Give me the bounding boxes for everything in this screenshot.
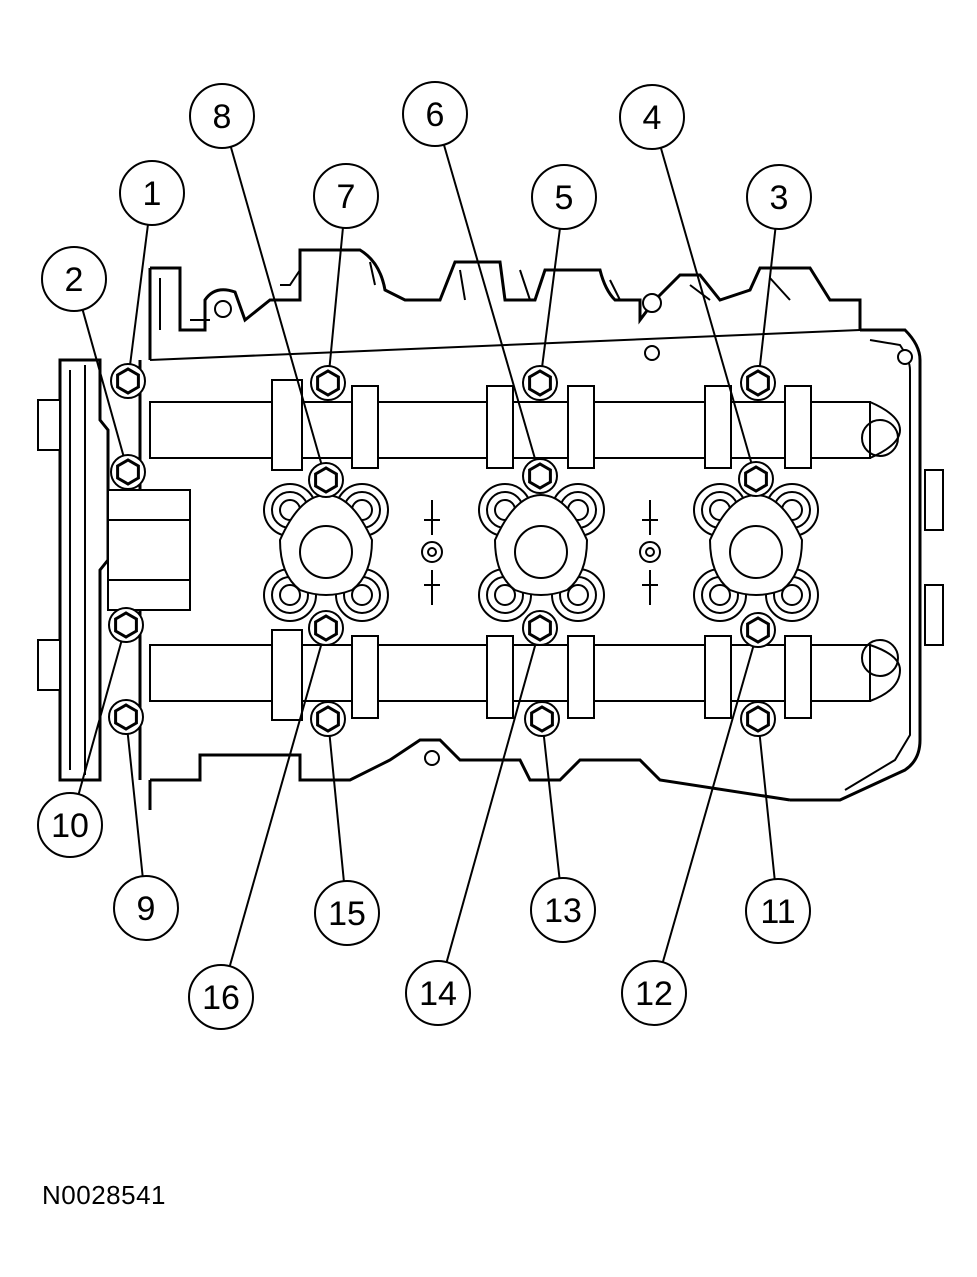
callout-15: 15 <box>314 880 380 946</box>
valve-springs <box>263 483 819 622</box>
exhaust-camshaft <box>149 629 902 721</box>
callout-12: 12 <box>621 960 687 1026</box>
callout-9: 9 <box>113 875 179 941</box>
callout-circle-2 <box>41 246 107 312</box>
bolt-11 <box>740 701 776 737</box>
leader-line-13 <box>541 718 561 879</box>
callout-circle-10 <box>37 792 103 858</box>
callout-circle-14 <box>405 960 471 1026</box>
callout-4: 4 <box>619 84 685 150</box>
bolt-10 <box>108 607 144 643</box>
bolt-8 <box>308 462 344 498</box>
callout-label-15: 15 <box>328 895 366 933</box>
bolt-5 <box>522 365 558 401</box>
leader-line-2 <box>81 309 129 473</box>
bolt-9 <box>108 699 144 735</box>
callout-circle-6 <box>402 81 468 147</box>
callout-circle-16 <box>188 964 254 1030</box>
leader-line-4 <box>659 147 757 480</box>
callout-13: 13 <box>530 877 596 943</box>
leader-line-16 <box>228 627 327 967</box>
callout-circle-15 <box>314 880 380 946</box>
callout-label-8: 8 <box>213 98 232 136</box>
leader-line-15 <box>327 718 345 882</box>
callout-label-13: 13 <box>544 892 582 930</box>
callout-11: 11 <box>745 878 811 944</box>
callout-label-3: 3 <box>770 179 789 217</box>
leader-line-3 <box>757 228 777 384</box>
callout-6: 6 <box>402 81 468 147</box>
callout-label-5: 5 <box>555 179 574 217</box>
leader-line-11 <box>757 718 776 880</box>
callout-label-4: 4 <box>643 99 662 137</box>
bolt-14 <box>522 610 558 646</box>
intake-camshaft <box>149 379 902 471</box>
callout-circle-8 <box>189 83 255 149</box>
figure-id: N0028541 <box>42 1180 166 1210</box>
callout-label-11: 11 <box>760 893 795 931</box>
bolt-1 <box>110 363 146 399</box>
bolt-12 <box>740 612 776 648</box>
callout-label-14: 14 <box>419 975 457 1013</box>
bolt-13 <box>524 701 560 737</box>
callout-label-10: 10 <box>51 807 89 845</box>
callout-2: 2 <box>41 246 107 312</box>
callout-8: 8 <box>189 83 255 149</box>
bolt-16 <box>308 610 344 646</box>
callout-circle-13 <box>530 877 596 943</box>
callout-label-16: 16 <box>202 979 240 1017</box>
callout-circle-11 <box>745 878 811 944</box>
bolt-heads <box>108 363 776 737</box>
leader-line-5 <box>539 228 561 384</box>
callout-label-1: 1 <box>143 175 162 213</box>
callout-label-7: 7 <box>337 178 356 216</box>
callout-7: 7 <box>313 163 379 229</box>
callout-label-6: 6 <box>426 96 445 134</box>
callout-label-9: 9 <box>137 890 156 928</box>
callout-label-12: 12 <box>635 975 673 1013</box>
callout-label-2: 2 <box>65 261 84 299</box>
callout-5: 5 <box>531 164 597 230</box>
callout-circle-5 <box>531 164 597 230</box>
callout-circle-12 <box>621 960 687 1026</box>
bolt-15 <box>310 701 346 737</box>
callout-16: 16 <box>188 964 254 1030</box>
callout-circle-3 <box>746 164 812 230</box>
callout-10: 10 <box>37 792 103 858</box>
leader-line-9 <box>125 716 144 877</box>
bolt-6 <box>522 458 558 494</box>
leader-line-12 <box>661 629 759 963</box>
leader-line-10 <box>77 624 127 795</box>
bolt-7 <box>310 365 346 401</box>
bolt-2 <box>110 454 146 490</box>
callout-circle-9 <box>113 875 179 941</box>
bolt-3 <box>740 365 776 401</box>
callout-1: 1 <box>119 160 185 226</box>
bolt-4 <box>738 461 774 497</box>
leader-line-7 <box>327 227 344 384</box>
front-cover-sprockets <box>37 358 944 782</box>
callout-14: 14 <box>405 960 471 1026</box>
leader-line-6 <box>442 144 541 477</box>
leader-line-8 <box>229 146 327 481</box>
callout-circle-7 <box>313 163 379 229</box>
callout-circle-1 <box>119 160 185 226</box>
callout-3: 3 <box>746 164 812 230</box>
leader-line-14 <box>445 627 541 963</box>
leader-line-1 <box>127 224 149 382</box>
leader-lines <box>77 144 777 967</box>
callout-circle-4 <box>619 84 685 150</box>
